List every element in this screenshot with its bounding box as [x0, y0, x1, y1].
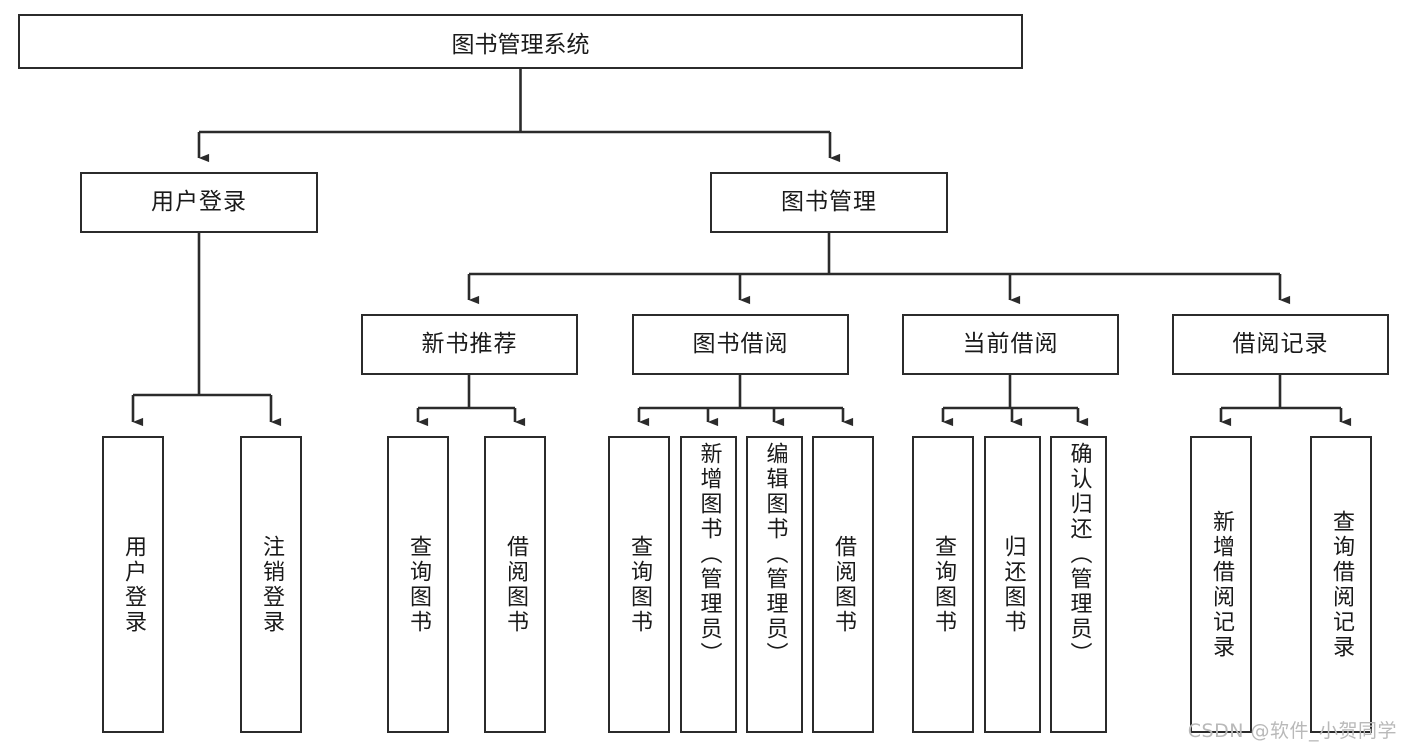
node-root-label: 图书管理系统 [451, 31, 590, 58]
node-leaf-logout-label: 注销登录 [258, 534, 284, 635]
node-current-borrow-label: 当前借阅 [962, 330, 1059, 357]
watermark: CSDN @软件_小贺同学 [1187, 720, 1397, 742]
node-leaf-query-book-2[interactable]: 查询图书 [608, 436, 670, 733]
leaf-inner: 查询图书 [389, 438, 447, 731]
leaf-inner: 编辑图书（管理员） [748, 438, 801, 735]
node-leaf-borrow-book-2-label: 借阅图书 [830, 534, 856, 635]
node-leaf-add-book-label: 新增图书（管理员） [696, 442, 722, 667]
node-leaf-query-book-2-label: 查询图书 [626, 534, 652, 635]
node-leaf-query-record[interactable]: 查询借阅记录 [1310, 436, 1372, 733]
leaf-inner: 用户登录 [104, 438, 162, 731]
node-book-borrow-label: 图书借阅 [692, 330, 789, 357]
node-leaf-user-login[interactable]: 用户登录 [102, 436, 164, 733]
leaf-inner: 借阅图书 [814, 438, 872, 731]
node-leaf-confirm-return[interactable]: 确认归还（管理员） [1050, 436, 1107, 733]
node-leaf-add-record-label: 新增借阅记录 [1208, 509, 1234, 660]
leaf-inner: 新增图书（管理员） [682, 438, 735, 735]
node-current-borrow[interactable]: 当前借阅 [902, 314, 1119, 375]
node-new-book-rec[interactable]: 新书推荐 [361, 314, 578, 375]
node-new-book-rec-label: 新书推荐 [421, 330, 518, 357]
node-leaf-borrow-book-2[interactable]: 借阅图书 [812, 436, 874, 733]
leaf-inner: 查询借阅记录 [1312, 438, 1370, 731]
leaf-inner: 查询图书 [610, 438, 668, 731]
leaf-inner: 借阅图书 [486, 438, 544, 731]
node-leaf-edit-book[interactable]: 编辑图书（管理员） [746, 436, 803, 733]
node-leaf-add-record[interactable]: 新增借阅记录 [1190, 436, 1252, 733]
leaf-inner: 确认归还（管理员） [1052, 438, 1105, 735]
node-book-manage-label: 图书管理 [781, 188, 877, 215]
node-leaf-query-book-1[interactable]: 查询图书 [387, 436, 449, 733]
node-user-login[interactable]: 用户登录 [80, 172, 318, 233]
node-borrow-record[interactable]: 借阅记录 [1172, 314, 1389, 375]
leaf-inner: 新增借阅记录 [1192, 438, 1250, 731]
leaf-inner: 归还图书 [986, 438, 1039, 731]
leaf-inner: 注销登录 [242, 438, 300, 731]
node-leaf-add-book[interactable]: 新增图书（管理员） [680, 436, 737, 733]
node-leaf-user-login-label: 用户登录 [120, 534, 146, 635]
node-user-login-label: 用户登录 [151, 188, 247, 215]
node-root[interactable]: 图书管理系统 [18, 14, 1023, 69]
node-leaf-confirm-return-label: 确认归还（管理员） [1066, 442, 1092, 667]
node-leaf-logout[interactable]: 注销登录 [240, 436, 302, 733]
node-leaf-borrow-book-1[interactable]: 借阅图书 [484, 436, 546, 733]
node-book-borrow[interactable]: 图书借阅 [632, 314, 849, 375]
node-leaf-query-book-3-label: 查询图书 [930, 534, 956, 635]
node-leaf-return-book[interactable]: 归还图书 [984, 436, 1041, 733]
node-leaf-return-book-label: 归还图书 [1000, 534, 1026, 635]
node-leaf-query-book-3[interactable]: 查询图书 [912, 436, 974, 733]
node-book-manage[interactable]: 图书管理 [710, 172, 948, 233]
leaf-inner: 查询图书 [914, 438, 972, 731]
node-leaf-query-record-label: 查询借阅记录 [1328, 509, 1354, 660]
node-leaf-query-book-1-label: 查询图书 [405, 534, 431, 635]
node-leaf-edit-book-label: 编辑图书（管理员） [762, 442, 788, 667]
node-borrow-record-label: 借阅记录 [1232, 330, 1329, 357]
node-leaf-borrow-book-1-label: 借阅图书 [502, 534, 528, 635]
